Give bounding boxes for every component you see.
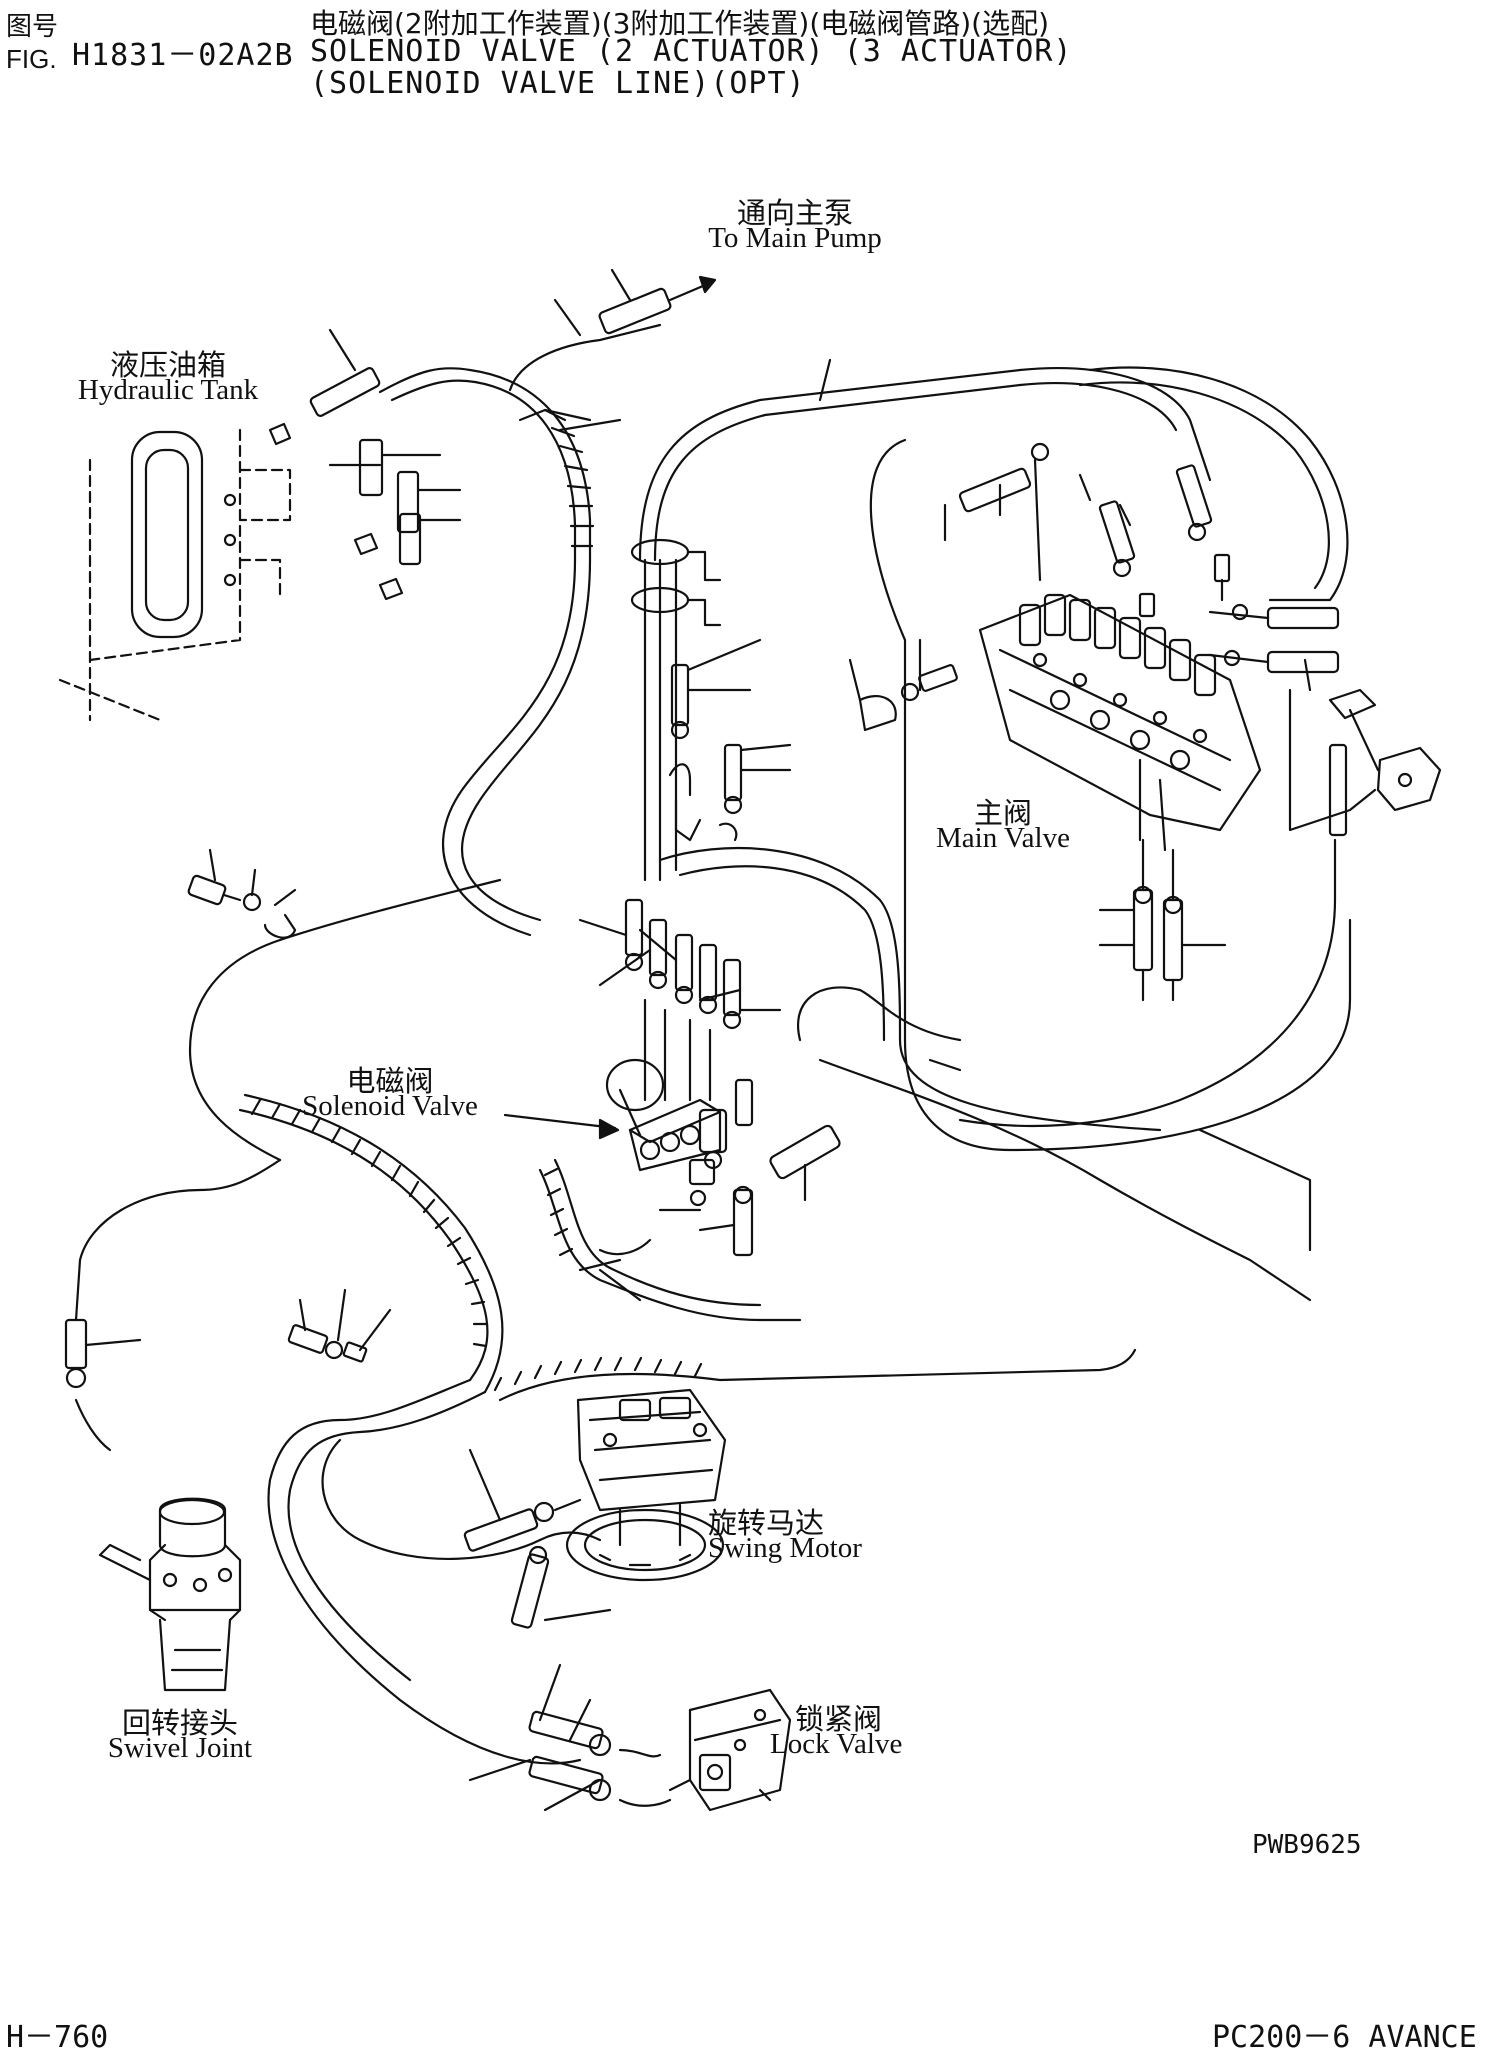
swing-motor-label-en: Swing Motor bbox=[708, 1532, 862, 1564]
lock-valve-label-en: Lock Valve bbox=[770, 1728, 903, 1760]
hydraulic-tank-outline bbox=[60, 430, 290, 720]
lock-valve-label-cn: 锁紧阀 bbox=[795, 1702, 883, 1736]
main-valve-clamp bbox=[850, 640, 958, 730]
main-valve-block bbox=[980, 595, 1260, 850]
main-loop-lines bbox=[640, 360, 1347, 600]
pilot-component bbox=[1290, 690, 1440, 835]
solenoid-lower-fittings bbox=[660, 1124, 841, 1255]
hydraulic-tank-label-en: Hydraulic Tank bbox=[77, 374, 259, 406]
fig-label-en: FIG. bbox=[6, 44, 57, 74]
hydraulic-tank-label-cn: 液压油箱 bbox=[109, 348, 227, 382]
swing-motor-label-cn: 旋转马达 bbox=[708, 1506, 825, 1540]
lower-hoses bbox=[269, 1350, 1135, 1763]
title-cn: 电磁阀(2附加工作装置)(3附加工作装置)(电磁阀管路)(选配) bbox=[310, 7, 1050, 40]
title-en-line1: SOLENOID VALVE (2 ACTUATOR) (3 ACTUATOR) bbox=[310, 34, 1073, 69]
title-en-line2: (SOLENOID VALVE LINE)(OPT) bbox=[310, 66, 806, 101]
swing-motor-fittings bbox=[464, 1450, 610, 1628]
solenoid-fittings bbox=[580, 848, 1160, 1130]
lock-valve-fittings bbox=[470, 1665, 670, 1810]
main-valve-fittings bbox=[959, 444, 1338, 690]
swing-motor-body bbox=[567, 1390, 725, 1580]
swivel-joint-label-cn: 回转接头 bbox=[121, 1706, 239, 1740]
to-main-pump-line bbox=[510, 270, 715, 390]
drawing-code: PWB9625 bbox=[1252, 1830, 1362, 1860]
swivel-hose bbox=[66, 1160, 280, 1450]
right-outer-hose bbox=[871, 440, 1350, 1250]
lock-valve-body bbox=[670, 1690, 790, 1810]
main-pump-label-en: To Main Pump bbox=[708, 222, 882, 254]
tank-return-hose bbox=[380, 368, 620, 560]
left-long-hose bbox=[190, 560, 590, 1160]
bolt-set-lower bbox=[288, 1290, 390, 1362]
solenoid-right-loop bbox=[798, 987, 1310, 1300]
swivel-joint-label-en: Swivel Joint bbox=[107, 1732, 253, 1764]
fig-label-cn: 图号 bbox=[6, 12, 59, 42]
swivel-joint-body bbox=[100, 1499, 240, 1690]
solenoid-valve-label-en: Solenoid Valve bbox=[302, 1090, 478, 1122]
fig-number: H1831－02A2B bbox=[72, 38, 294, 73]
center-lower-hoses bbox=[540, 1160, 800, 1320]
main-valve-label-cn: 主阀 bbox=[973, 796, 1033, 830]
center-clamps bbox=[632, 540, 790, 880]
page-number: H－760 bbox=[6, 2020, 109, 2055]
main-valve-label-en: Main Valve bbox=[936, 822, 1070, 854]
model-name: PC200－6 AVANCE bbox=[1212, 2020, 1477, 2055]
tank-fittings bbox=[270, 330, 460, 599]
main-valve-lower-fittings bbox=[1100, 840, 1225, 1000]
left-spiral-hose bbox=[240, 1095, 502, 1392]
solenoid-valve-body bbox=[505, 1060, 726, 1205]
main-pump-label-cn: 通向主泵 bbox=[736, 196, 854, 230]
left-clamp bbox=[188, 850, 295, 938]
hydraulic-tank-panel bbox=[132, 432, 235, 637]
solenoid-valve-label-cn: 电磁阀 bbox=[346, 1064, 434, 1098]
